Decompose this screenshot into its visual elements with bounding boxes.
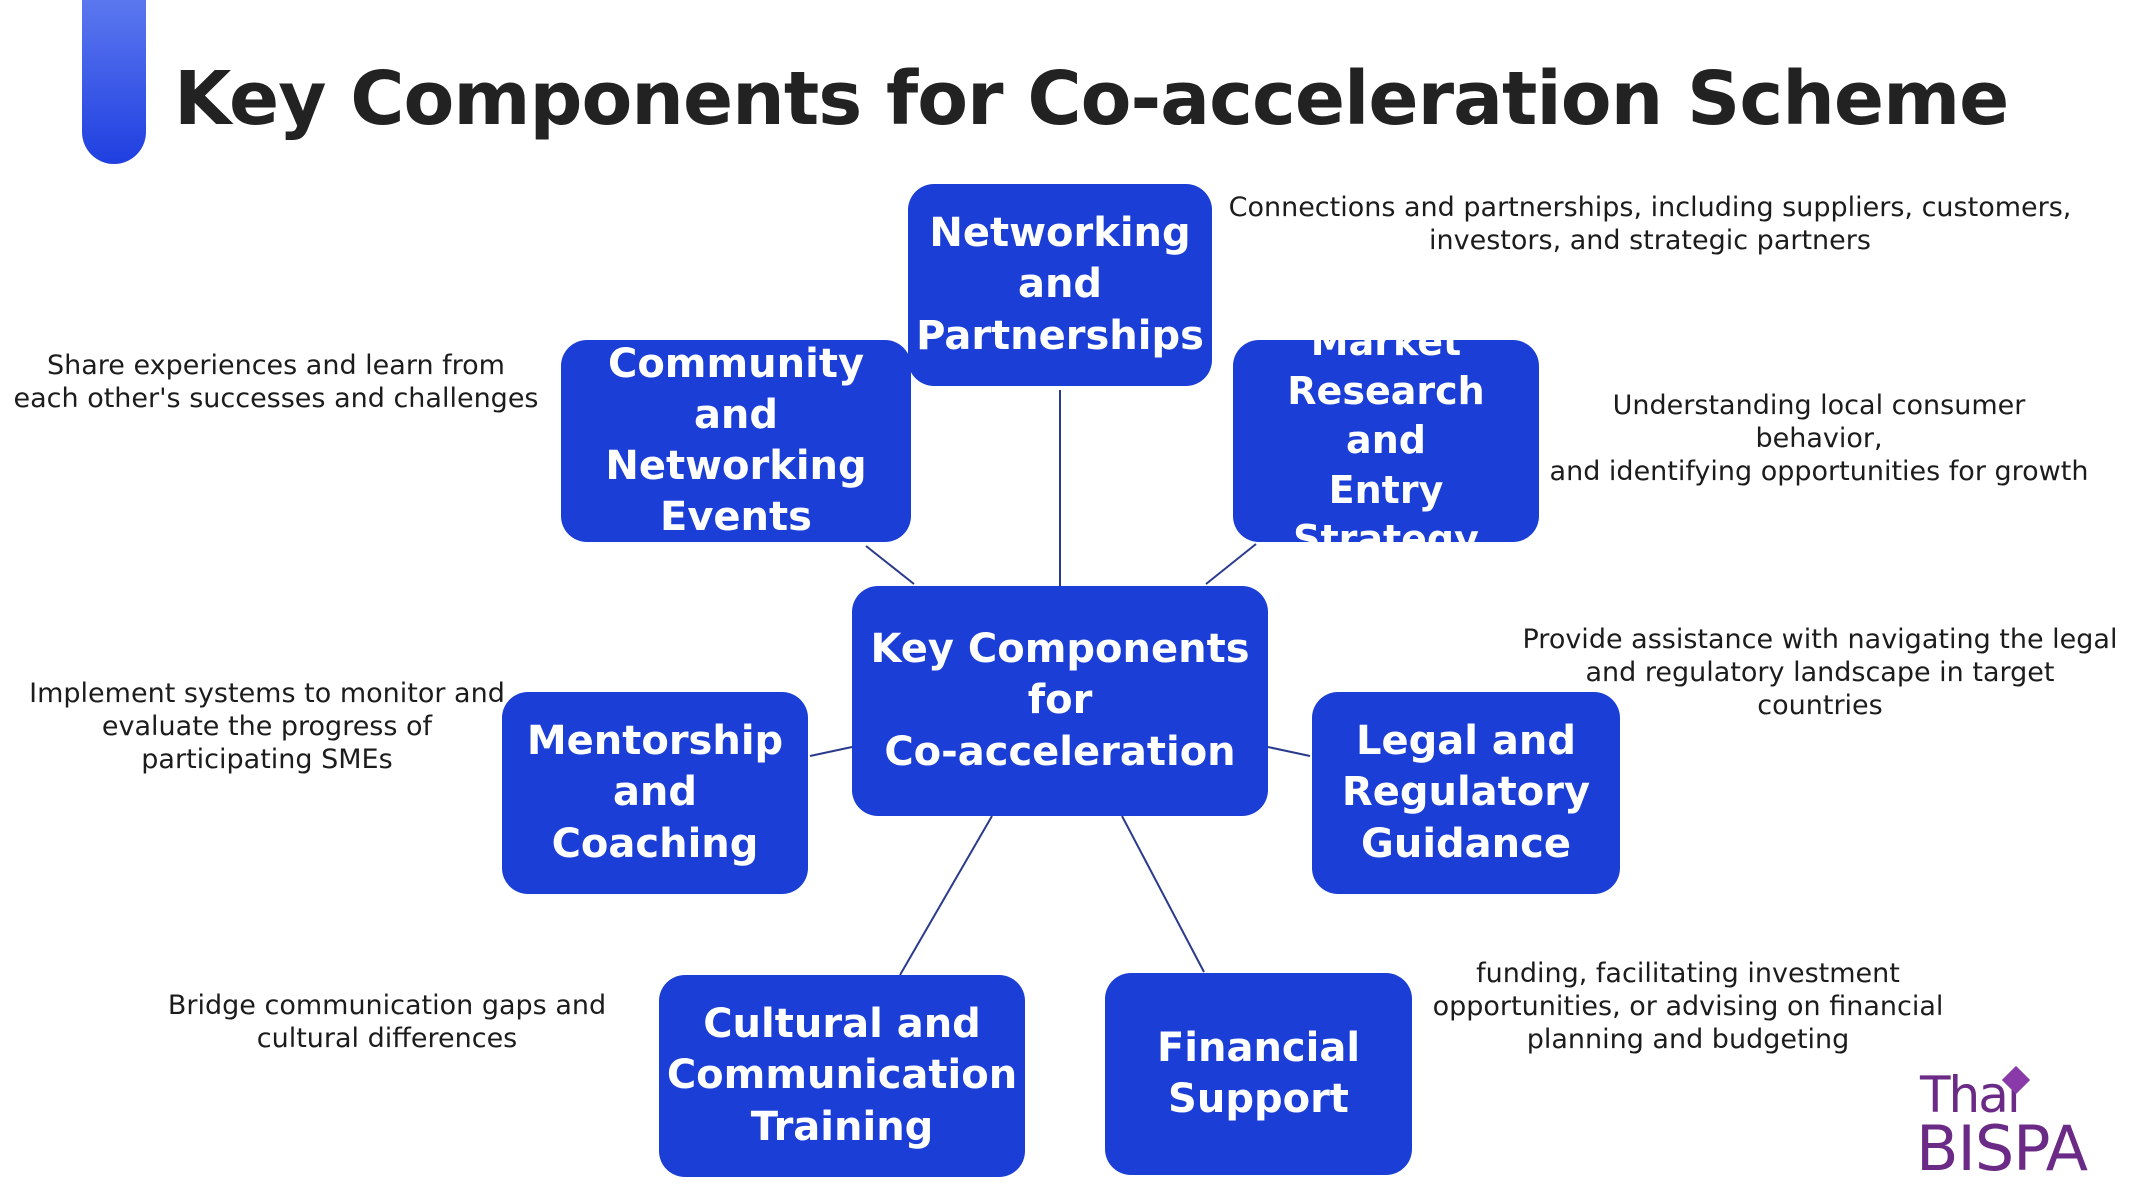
center-node-label: Key Components for Co-acceleration <box>870 626 1250 775</box>
node-financial-support: Financial Support <box>1105 973 1412 1175</box>
center-node: Key Components for Co-acceleration <box>852 586 1268 816</box>
description-cultural: Bridge communication gaps and cultural d… <box>167 990 607 1054</box>
connector-market <box>1205 543 1257 585</box>
title-accent-bar <box>82 0 146 164</box>
node-networking-partnerships: Networking and Partnerships <box>908 184 1212 386</box>
node-cultural-communication: Cultural and Communication Training <box>659 975 1025 1177</box>
node-legal-regulatory: Legal and Regulatory Guidance <box>1312 692 1620 894</box>
node-label: Market Research and Entry Strategy <box>1287 319 1485 562</box>
description-financial: funding, facilitating investment opportu… <box>1432 958 1944 1055</box>
connector-legal <box>1267 746 1311 757</box>
description-mentorship: Implement systems to monitor and evaluat… <box>29 678 505 775</box>
description-legal: Provide assistance with navigating the l… <box>1522 624 2118 721</box>
page-title: Key Components for Co-acceleration Schem… <box>174 56 2009 142</box>
connector-community <box>865 545 915 585</box>
logo-bispa-text: BISPA <box>1916 1112 2088 1185</box>
node-market-research: Market Research and Entry Strategy <box>1233 320 1539 561</box>
thaibispa-logo: Thai BISPA <box>1916 1065 2122 1186</box>
description-community: Share experiences and learn from each ot… <box>13 350 539 414</box>
description-networking: Connections and partnerships, including … <box>1228 192 2072 256</box>
node-label: Financial Support <box>1156 1024 1361 1122</box>
node-label: Cultural and Communication Training <box>666 1001 1018 1150</box>
connector-cultural <box>899 815 993 976</box>
node-label: Networking and Partnerships <box>916 210 1204 359</box>
node-community-networking-events: Community and Networking Events <box>561 340 911 542</box>
connector-financial <box>1121 815 1205 973</box>
node-mentorship-coaching: Mentorship and Coaching <box>502 692 808 894</box>
node-label: Legal and Regulatory Guidance <box>1341 718 1591 867</box>
connector-mentorship <box>809 746 853 757</box>
node-label: Community and Networking Events <box>605 340 867 541</box>
node-label: Mentorship and Coaching <box>526 718 784 867</box>
description-market: Understanding local consumer behavior, a… <box>1549 390 2089 487</box>
